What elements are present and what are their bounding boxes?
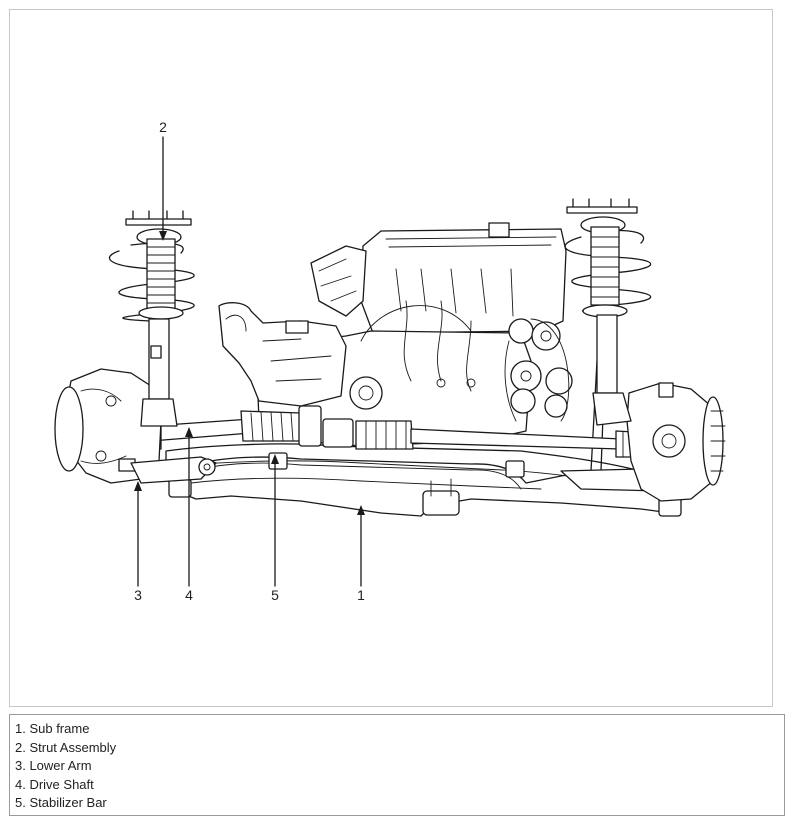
legend-item-lower-arm: 3. Lower Arm: [15, 758, 92, 774]
lower-arm-left: [130, 456, 217, 484]
legend-item-drive-shaft: 4. Drive Shaft: [15, 776, 94, 792]
legend-item-sub-frame: 1. Sub frame: [15, 721, 90, 736]
strut-assembly-right: [564, 198, 652, 426]
strut-assembly-left: [108, 210, 195, 427]
front-suspension-drawing: 2 3 4 5 1: [54, 119, 726, 603]
callout-number-1: 1: [357, 587, 365, 603]
legend-item-stabilizer-bar: 5. Stabilizer Bar: [15, 795, 107, 811]
left-hub-knuckle: [54, 368, 162, 484]
callout-number-2: 2: [159, 119, 167, 135]
diagram-frame: 2 3 4 5 1: [9, 9, 773, 707]
stabilizer-bar: [200, 360, 606, 490]
callout-leaders: [134, 136, 365, 587]
callout-number-3: 3: [134, 587, 142, 603]
right-hub-knuckle: [626, 382, 726, 502]
legend-item-strut-assembly: 2. Strut Assembly: [15, 739, 117, 755]
parts-legend: 1. Sub frame 2. Strut Assembly 3. Lower …: [9, 714, 785, 816]
callout-number-5: 5: [271, 587, 279, 603]
sub-frame: [165, 443, 682, 517]
engine-assembly: [218, 222, 573, 447]
callout-number-4: 4: [185, 587, 193, 603]
